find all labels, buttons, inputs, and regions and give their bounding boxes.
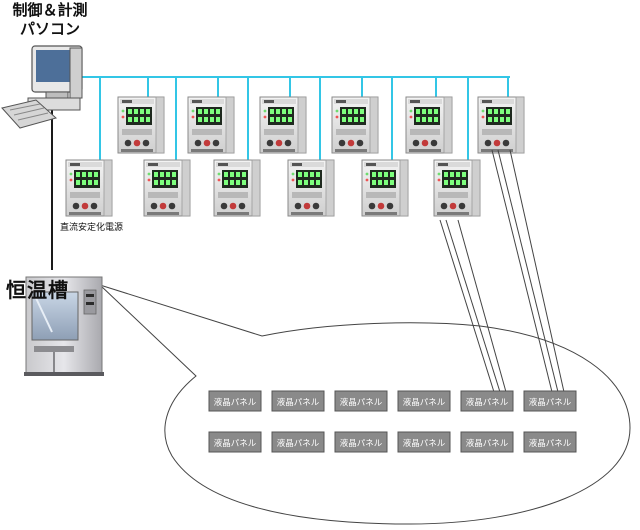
- control-bus: [78, 76, 510, 160]
- lcd-display: [152, 170, 178, 188]
- lcd-display: [296, 170, 322, 188]
- power-supply-unit: [213, 159, 261, 217]
- lcd-panel: 液晶パネル: [460, 390, 514, 412]
- lcd-panel-label: 液晶パネル: [277, 397, 320, 408]
- lcd-display: [340, 107, 366, 125]
- power-supply-caption: 直流安定化電源: [60, 223, 124, 233]
- lcd-panel: 液晶パネル: [523, 390, 577, 412]
- power-supply-unit: [187, 96, 235, 154]
- lcd-panel-label: 液晶パネル: [214, 397, 257, 408]
- lcd-panel: 液晶パネル: [334, 431, 388, 453]
- power-supply-unit: [65, 159, 113, 217]
- lcd-panel: 液晶パネル: [397, 390, 451, 412]
- power-supply-unit: [117, 96, 165, 154]
- lcd-display: [414, 107, 440, 125]
- power-supply-unit: [433, 159, 481, 217]
- lcd-display: [486, 107, 512, 125]
- pc-title-line1: 制御＆計測: [12, 1, 88, 19]
- power-supply-unit: [477, 96, 525, 154]
- pc-title: 制御＆計測 パソコン: [10, 1, 90, 39]
- lcd-panel: 液晶パネル: [460, 431, 514, 453]
- power-supply-unit: [331, 96, 379, 154]
- lcd-panel: 液晶パネル: [523, 431, 577, 453]
- power-supply-unit: [361, 159, 409, 217]
- climate-chamber-icon: [24, 276, 104, 376]
- power-supply-group: [65, 96, 525, 217]
- lcd-panel: 液晶パネル: [334, 390, 388, 412]
- power-supply-unit: [143, 159, 191, 217]
- lcd-panel-label: 液晶パネル: [403, 438, 446, 449]
- lcd-panel-label: 液晶パネル: [529, 438, 572, 449]
- power-supply-unit: [287, 159, 335, 217]
- lcd-display: [370, 170, 396, 188]
- lcd-display: [196, 107, 222, 125]
- lcd-display: [126, 107, 152, 125]
- lcd-panel-label: 液晶パネル: [214, 438, 257, 449]
- lcd-panel-label: 液晶パネル: [340, 438, 383, 449]
- lcd-panel-label: 液晶パネル: [466, 438, 509, 449]
- lcd-panel: 液晶パネル: [208, 431, 262, 453]
- lcd-display: [268, 107, 294, 125]
- lcd-panel-label: 液晶パネル: [403, 397, 446, 408]
- power-supply-unit: [405, 96, 453, 154]
- lcd-panel: 液晶パネル: [397, 431, 451, 453]
- lcd-panel: 液晶パネル: [208, 390, 262, 412]
- lcd-panel: 液晶パネル: [271, 431, 325, 453]
- lcd-display: [222, 170, 248, 188]
- lcd-panel: 液晶パネル: [271, 390, 325, 412]
- panel-wires: [439, 149, 565, 393]
- lcd-panel-label: 液晶パネル: [277, 438, 320, 449]
- computer-icon: [1, 45, 83, 129]
- chamber-title: 恒温槽: [6, 278, 69, 302]
- lcd-display: [74, 170, 100, 188]
- lcd-panel-label: 液晶パネル: [529, 397, 572, 408]
- lcd-panel-group: 液晶パネル液晶パネル液晶パネル液晶パネル液晶パネル液晶パネル液晶パネル液晶パネル…: [208, 390, 577, 453]
- power-supply-unit: [259, 96, 307, 154]
- lcd-display: [442, 170, 468, 188]
- lcd-panel-label: 液晶パネル: [466, 397, 509, 408]
- lcd-panel-label: 液晶パネル: [340, 397, 383, 408]
- pc-title-line2: パソコン: [19, 20, 80, 38]
